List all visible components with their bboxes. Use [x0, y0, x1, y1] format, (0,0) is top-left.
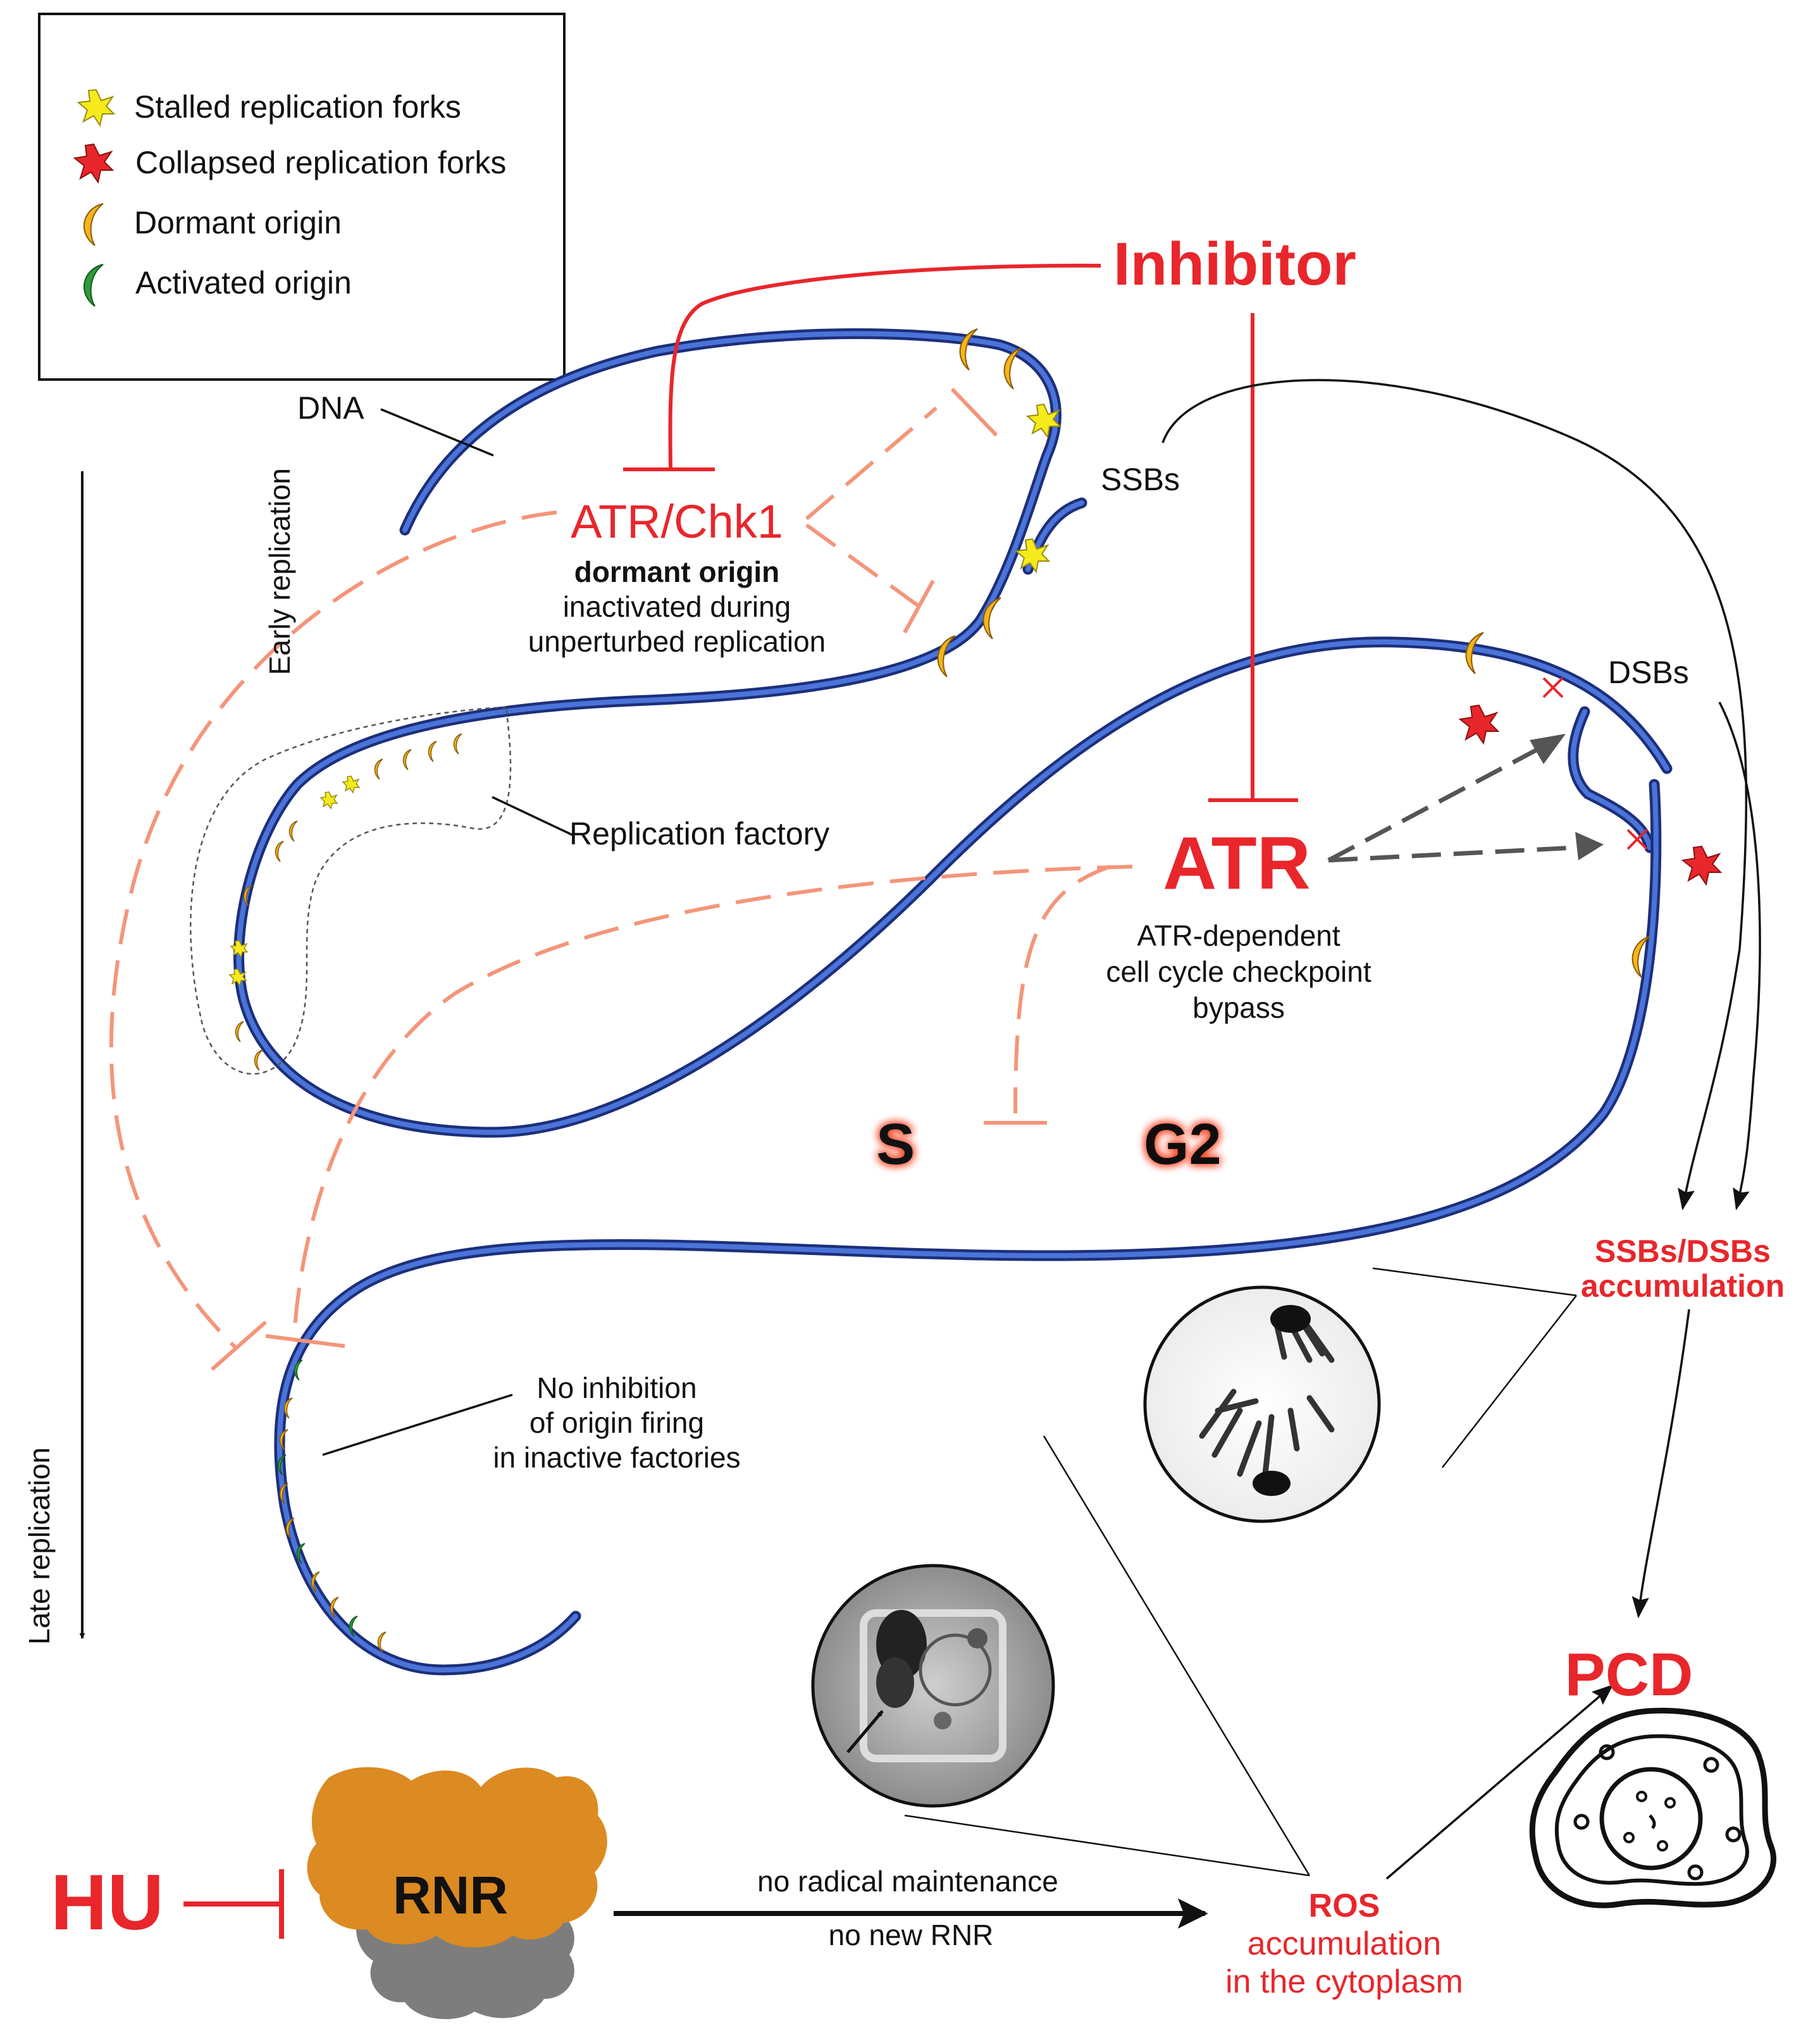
- no-new-rnr-label: no new RNR: [829, 1919, 994, 1951]
- late-origins: [277, 1359, 387, 1653]
- ros-line-1: ROS: [1309, 1888, 1380, 1924]
- factory-origins: [235, 733, 462, 1071]
- checkpoint-line-2: cell cycle checkpoint: [1106, 955, 1371, 988]
- dormant-origin-icon: [84, 203, 104, 246]
- ros-line-2: accumulation: [1247, 1926, 1441, 1962]
- s-phase-label: S: [876, 1112, 915, 1177]
- ros-to-pcd-arrow: [1385, 1684, 1614, 1880]
- stalled-forks-top: [1014, 403, 1062, 574]
- hu-label: HU: [51, 1859, 164, 1946]
- dormant-origins-top: [937, 328, 1022, 677]
- dormant-origins-right: [1465, 632, 1650, 978]
- g2-phase-label: G2: [1144, 1112, 1222, 1177]
- chromosome-micrograph: [1143, 1267, 1577, 1523]
- accumulation-to-pcd-arrow: [1631, 1309, 1690, 1619]
- s-phase-glow: S: [876, 1112, 915, 1177]
- no-inhibition-pointer-line: [322, 1394, 513, 1456]
- legend-label-stalled: Stalled replication forks: [134, 89, 461, 125]
- replication-factory-label: Replication factory: [569, 816, 829, 851]
- dying-cell-icon: [1529, 1707, 1776, 1908]
- no-inhibition-line-2: of origin firing: [529, 1406, 704, 1439]
- legend-label-activated: Activated origin: [135, 265, 352, 300]
- dsbs-label: DSBs: [1608, 655, 1689, 690]
- factory-pointer-line: [492, 796, 573, 836]
- break-marks: [1542, 677, 1648, 850]
- activated-origin-icon: [84, 264, 104, 307]
- dsbs-to-accumulation-arrow: [1718, 702, 1761, 1211]
- collapsed-fork-star-icon: [73, 143, 115, 184]
- early-replication-label: Early replication: [263, 468, 296, 675]
- accumulation-line-1: SSBs/DSBs: [1595, 1233, 1771, 1269]
- inhibitor-to-atr-chk1-line: [668, 263, 1101, 469]
- factory-stalled-forks: [228, 776, 361, 987]
- replication-factory-outline: [190, 706, 512, 1075]
- pcd-label: PCD: [1565, 1641, 1693, 1709]
- rnr-label: RNR: [393, 1865, 508, 1925]
- checkpoint-line-3: bypass: [1192, 991, 1285, 1024]
- dna-label: DNA: [297, 390, 364, 426]
- atr-label: ATR: [1163, 822, 1311, 905]
- checkpoint-line-1: ATR-dependent: [1137, 919, 1340, 952]
- legend-label-collapsed: Collapsed replication forks: [135, 145, 506, 180]
- legend: Stalled replication forks Collapsed repl…: [38, 13, 566, 381]
- accumulation-line-2: accumulation: [1581, 1268, 1785, 1304]
- inhibitor-label: Inhibitor: [1113, 230, 1356, 298]
- collapsed-forks-right: [1458, 704, 1723, 886]
- no-inhibition-line-3: in inactive factories: [493, 1441, 740, 1474]
- dna-loop-upper: [233, 328, 1673, 1138]
- salmon-inhibition-lines: [109, 387, 1133, 1371]
- dormant-origin-label: dormant origin: [574, 555, 780, 588]
- atr-chk1-label: ATR/Chk1: [571, 495, 783, 548]
- ros-line-3: in the cytoplasm: [1225, 1963, 1463, 2000]
- inactivated-line-2: unperturbed replication: [528, 625, 826, 658]
- rnr-complex: RNR: [307, 1767, 607, 2019]
- inactivated-line-1: inactivated during: [563, 590, 791, 623]
- dna-pointer-line: [380, 408, 494, 457]
- legend-label-dormant: Dormant origin: [134, 205, 342, 240]
- dna-loop-lower: [274, 706, 1662, 1676]
- stalled-fork-star-icon: [77, 89, 116, 127]
- no-inhibition-line-1: No inhibition: [536, 1371, 696, 1404]
- ssbs-label: SSBs: [1101, 462, 1180, 497]
- ssbs-to-accumulation-arrow: [1161, 379, 1748, 1211]
- late-replication-label: Late replication: [23, 1447, 56, 1645]
- ros-micrograph: [811, 1435, 1311, 1877]
- atr-to-dsb-arrows: [1327, 734, 1604, 863]
- no-radical-label: no radical maintenance: [757, 1865, 1058, 1898]
